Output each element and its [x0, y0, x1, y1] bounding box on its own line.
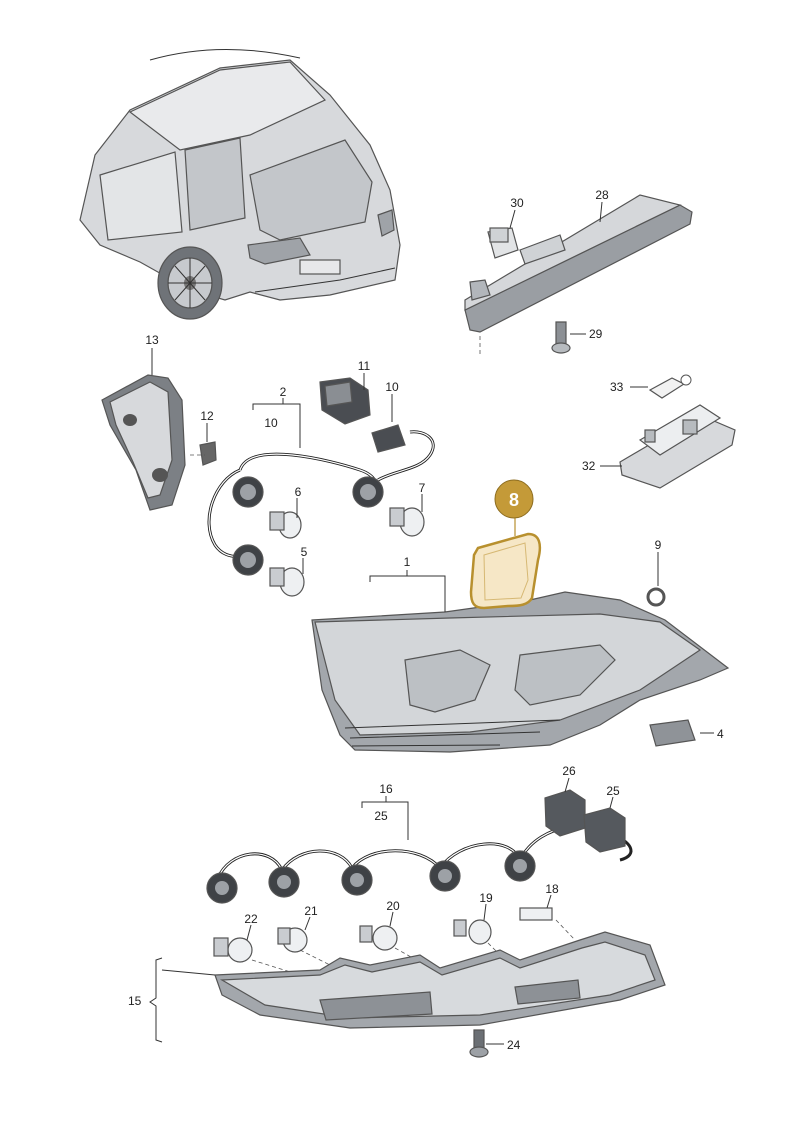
- main-tail-light-1: [311, 587, 730, 753]
- callout-15: 15: [128, 994, 142, 1008]
- highlighted-gasket-8: 8: [469, 479, 542, 610]
- callout-8: 8: [509, 490, 519, 510]
- callout-19: 19: [479, 891, 493, 905]
- callout-29: 29: [589, 327, 603, 341]
- highlight-badge: [494, 479, 534, 519]
- callout-20: 20: [386, 899, 400, 913]
- callout-22: 22: [244, 912, 258, 926]
- lower-tail-light-15: [214, 931, 666, 1058]
- callout-9: 9: [655, 538, 662, 552]
- callout-7: 7: [419, 481, 426, 495]
- vehicle-illustration: [79, 48, 401, 320]
- callout-25: 25: [606, 784, 620, 798]
- callout-26: 26: [562, 764, 576, 778]
- license-lamp-assembly: [619, 374, 736, 489]
- callout-32: 32: [582, 459, 596, 473]
- callout-6: 6: [295, 485, 302, 499]
- upper-harness-2: [207, 377, 435, 597]
- lower-harness-16: [206, 789, 633, 976]
- callout-16: 16: [379, 782, 393, 796]
- callout-30: 30: [510, 196, 524, 210]
- callout-5: 5: [301, 545, 308, 559]
- callout-2-sub-10: 10: [264, 416, 278, 430]
- callout-21: 21: [304, 904, 318, 918]
- callout-13: 13: [145, 333, 159, 347]
- callout-24: 24: [507, 1038, 521, 1052]
- callout-2: 2: [280, 385, 287, 399]
- callout-1: 1: [404, 555, 411, 569]
- callout-33: 33: [610, 380, 624, 394]
- callout-4: 4: [717, 727, 724, 741]
- callout-18: 18: [545, 882, 559, 896]
- callout-16-sub-25: 25: [374, 809, 388, 823]
- callout-11: 11: [358, 359, 371, 373]
- callout-10: 10: [385, 380, 399, 394]
- brake-light-assembly: [464, 194, 693, 355]
- callout-12: 12: [200, 409, 214, 423]
- trim-panel-13: [101, 374, 217, 511]
- leader-lines: [149, 201, 714, 1045]
- callout-28: 28: [595, 188, 609, 202]
- callout-labels: 13 12 2 10 11 10 6 7 5 1 9 4 30 28 29 33…: [128, 188, 724, 1052]
